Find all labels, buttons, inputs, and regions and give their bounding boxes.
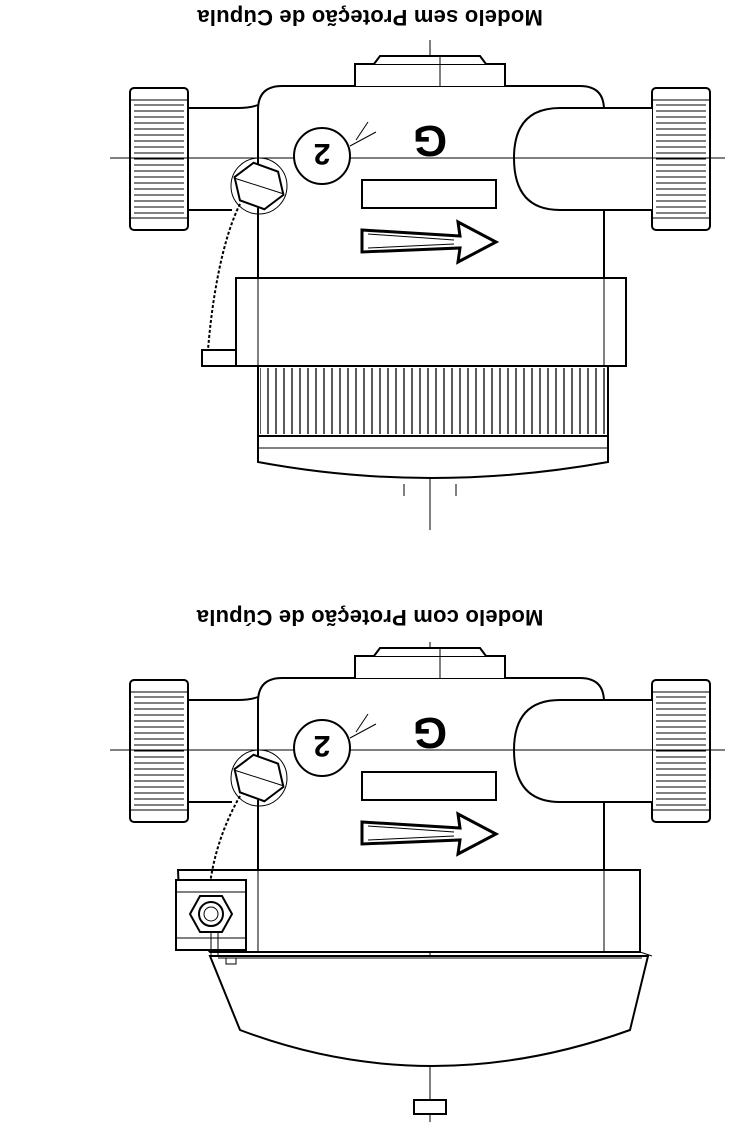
- meter-with-dome-protection: [108, 642, 727, 1122]
- caption-model-with-dome-protection: Modelo com Proteção de Cúpula: [196, 605, 544, 630]
- meter-without-dome-protection: [108, 40, 727, 530]
- caption-model-without-dome-protection: Modelo sem Proteção de Cúpula: [197, 5, 543, 30]
